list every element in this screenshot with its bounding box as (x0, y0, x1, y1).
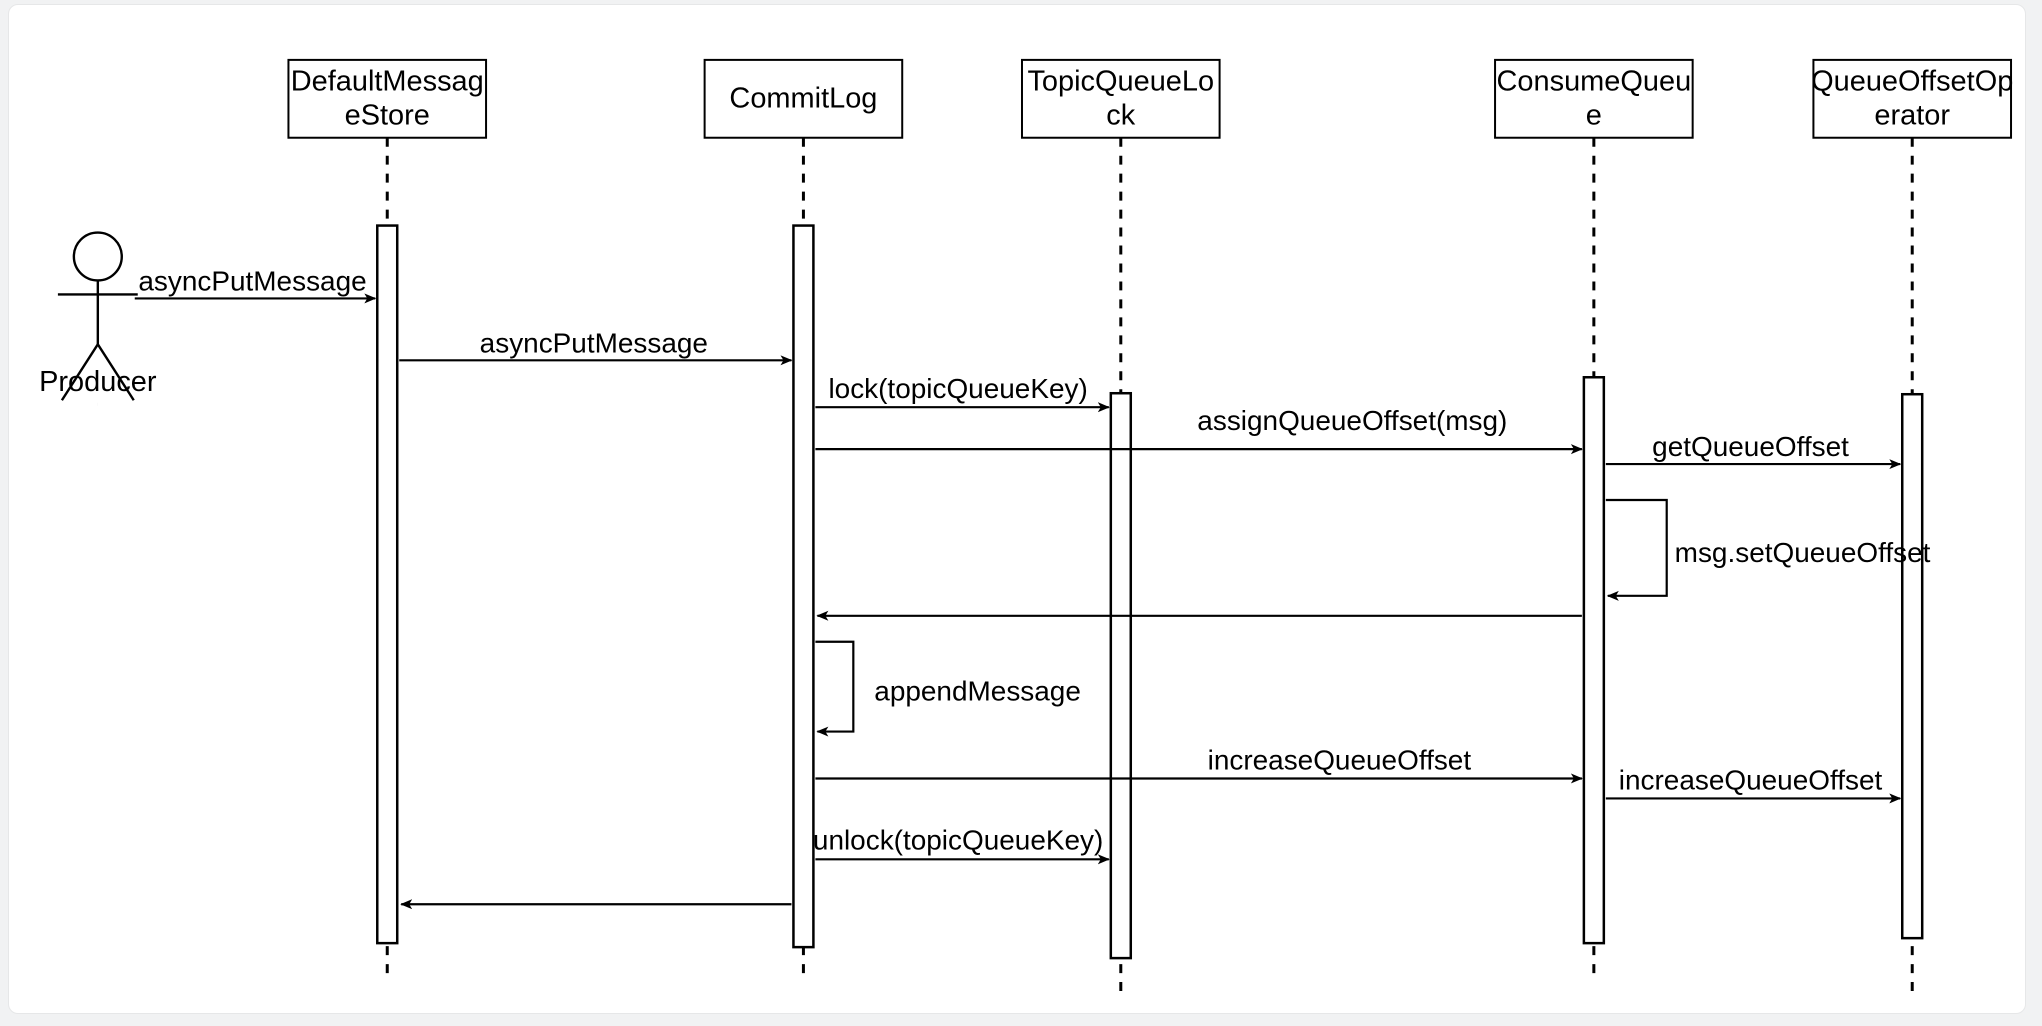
participant-box-queueoffsetoperator[interactable] (1812, 58, 2013, 139)
participant-label-queueoffsetoperator-line1: QueueOffsetOp (1811, 65, 2013, 97)
participant-box-commitlog[interactable] (703, 58, 904, 139)
participant-defaultmessagestore[interactable]: DefaultMessag eStore (287, 58, 488, 979)
participant-consumequeue[interactable]: ConsumeQueu e (1494, 58, 1694, 979)
actor-label: Producer (39, 366, 157, 398)
activation-defaultmessagestore (376, 224, 399, 945)
activation-queueoffsetoperator (1900, 392, 1924, 940)
participant-box-topicqueuelock[interactable] (1020, 58, 1221, 139)
message-label-m3: lock(topicQueueKey) (828, 373, 1087, 404)
message-arrow-m6 (1605, 498, 1668, 601)
participant-label-queueoffsetoperator-line2: erator (1874, 99, 1950, 131)
participant-box-defaultmessagestore[interactable] (287, 58, 488, 139)
participant-label-topicqueuelock-line2: ck (1106, 99, 1135, 131)
participant-label-defaultmessagestore-line1: DefaultMessag (291, 65, 484, 97)
message-unlock-topicqueuekey[interactable]: unlock(topicQueueKey) (813, 824, 1110, 865)
participant-box-consumequeue[interactable] (1494, 58, 1694, 139)
message-increasequeueoffset-commitlog[interactable]: increaseQueueOffset (815, 744, 1583, 784)
diagram-canvas: Producer DefaultMessag eStore CommitLog … (8, 4, 2026, 1014)
participant-label-defaultmessagestore-line2: eStore (345, 99, 430, 131)
message-getqueueoffset[interactable]: getQueueOffset (1605, 431, 1902, 470)
message-label-m10: increaseQueueOffset (1619, 764, 1883, 795)
participant-topicqueuelock[interactable]: TopicQueueLo ck (1020, 58, 1221, 994)
message-msg-setqueueoffset-self[interactable]: msg.setQueueOffset (1605, 498, 1931, 601)
participant-label-consumequeue-line1: ConsumeQueu (1497, 65, 1692, 97)
message-label-m2: asyncPutMessage (480, 327, 708, 358)
actor-head-icon (72, 231, 123, 282)
message-label-m8: appendMessage (874, 676, 1081, 707)
message-lock-topicqueuekey[interactable]: lock(topicQueueKey) (815, 373, 1110, 413)
message-asyncputmessage-store[interactable]: asyncPutMessage (399, 327, 793, 366)
message-label-m6: msg.setQueueOffset (1675, 537, 1931, 568)
sequence-diagram-svg: Producer DefaultMessag eStore CommitLog … (39, 58, 2013, 994)
message-label-m4: assignQueueOffset(msg) (1197, 405, 1507, 436)
message-label-m1: asyncPutMessage (138, 265, 366, 296)
activation-consumequeue (1582, 376, 1606, 945)
message-assignqueueoffset[interactable]: assignQueueOffset(msg) (815, 405, 1583, 455)
message-label-m9: increaseQueueOffset (1208, 744, 1472, 775)
message-label-m5: getQueueOffset (1652, 431, 1849, 462)
actor-right-leg-icon (96, 343, 135, 401)
actor-producer[interactable]: Producer (39, 231, 157, 401)
message-increasequeueoffset-consumequeue[interactable]: increaseQueueOffset (1605, 764, 1902, 804)
message-asyncputmessage-actor[interactable]: asyncPutMessage (134, 265, 377, 304)
activation-commitlog (792, 224, 815, 949)
participant-commitlog[interactable]: CommitLog (703, 58, 904, 979)
activation-topicqueuelock (1109, 391, 1133, 960)
participant-label-topicqueuelock-line1: TopicQueueLo (1027, 65, 1214, 97)
message-appendmessage-self[interactable]: appendMessage (815, 640, 1081, 737)
message-label-m11: unlock(topicQueueKey) (813, 824, 1103, 855)
participant-label-consumequeue-line2: e (1586, 99, 1602, 131)
actor-left-leg-icon (60, 343, 99, 401)
message-arrow-m8 (815, 640, 855, 737)
participant-label-commitlog-line1: CommitLog (729, 82, 877, 114)
participant-queueoffsetoperator[interactable]: QueueOffsetOp erator (1811, 58, 2013, 994)
